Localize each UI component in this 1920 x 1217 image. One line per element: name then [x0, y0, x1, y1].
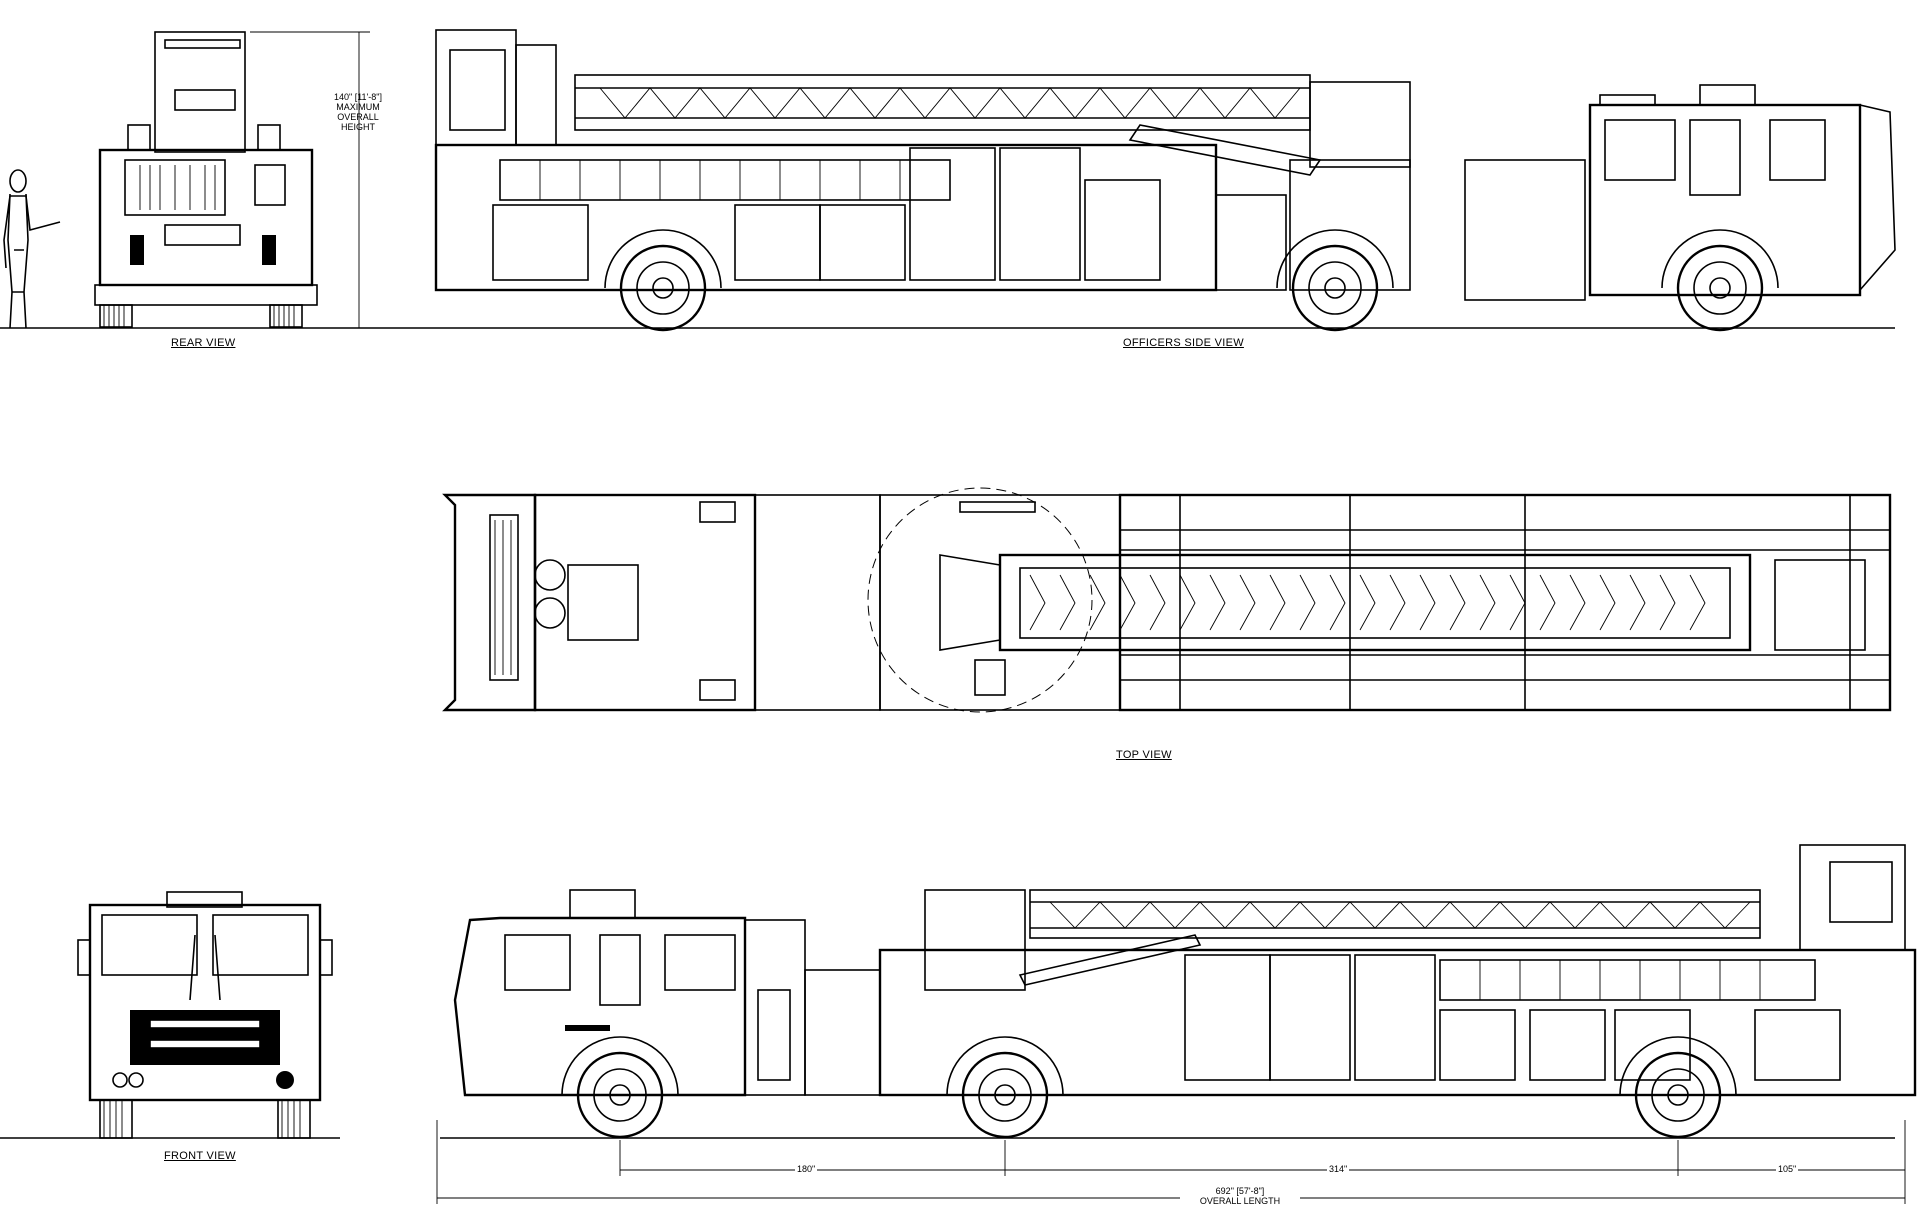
side-wheel-rear [604, 229, 722, 332]
overall-value: 692" [57'-8"] [1215, 1186, 1265, 1196]
dim-mid-to-rear: 314" [1327, 1164, 1350, 1174]
height-line1: MAXIMUM [336, 102, 380, 112]
rear-view [0, 31, 1895, 329]
dim-overall-length: 692" [57'-8"] OVERALL LENGTH [1180, 1186, 1300, 1206]
top-view [442, 487, 1892, 713]
driver-wheel-front [561, 1036, 679, 1139]
dim-rear-overhang: 105" [1776, 1164, 1799, 1174]
driver-wheel-rear [1619, 1036, 1737, 1139]
officers-side-view-label: OFFICERS SIDE VIEW [1123, 337, 1244, 349]
front-view [0, 891, 340, 1139]
driver-wheel-mid [946, 1036, 1064, 1139]
top-view-label: TOP VIEW [1116, 749, 1172, 761]
front-view-label: FRONT VIEW [164, 1150, 236, 1162]
human-scale-figure [3, 169, 61, 329]
officers-side-view [434, 29, 1896, 332]
height-line3: HEIGHT [340, 122, 375, 132]
height-dimension-text: 140" [11'-8"] MAXIMUM OVERALL HEIGHT [318, 92, 398, 132]
height-value: 140" [11'-8"] [334, 92, 382, 102]
side-wheel-mid [1276, 229, 1394, 332]
dim-front-to-mid: 180" [795, 1164, 818, 1174]
driver-side-view [436, 844, 1917, 1204]
rear-view-label: REAR VIEW [171, 337, 236, 349]
overall-label: OVERALL LENGTH [1199, 1196, 1281, 1206]
height-line2: OVERALL [337, 112, 379, 122]
side-wheel-front [1661, 229, 1779, 332]
